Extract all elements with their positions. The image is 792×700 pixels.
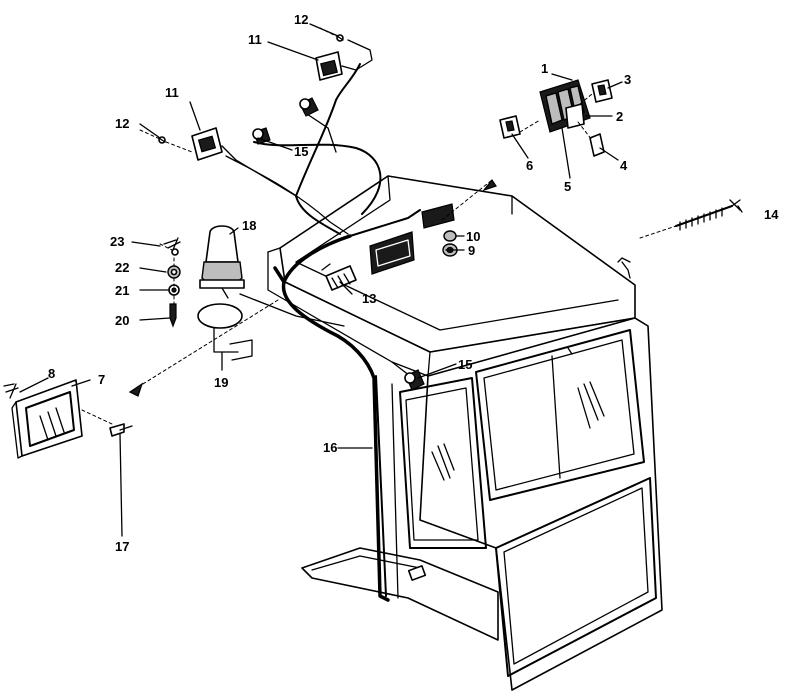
leader-lines xyxy=(19,23,743,537)
switch-4 xyxy=(589,133,605,157)
callout-18: 18 xyxy=(242,218,256,233)
work-lamp-front-7 xyxy=(11,379,83,459)
callout-20: 20 xyxy=(115,313,129,328)
callout-13: 13 xyxy=(362,291,376,306)
bulb-23 xyxy=(163,237,181,256)
stud-20 xyxy=(169,303,177,328)
callout-8: 8 xyxy=(48,366,55,381)
callout-10: 10 xyxy=(466,229,480,244)
explode-lines xyxy=(81,27,677,425)
label-plate-6 xyxy=(499,115,521,139)
callout-12-left: 12 xyxy=(115,116,129,131)
connector-upper-15 xyxy=(252,97,319,145)
switch-cover-2 xyxy=(565,103,585,129)
callout-21: 21 xyxy=(115,283,129,298)
callout-19: 19 xyxy=(214,375,228,390)
callout-labels: 1 2 3 4 5 6 7 8 9 10 11 11 12 12 13 14 1… xyxy=(48,12,779,554)
cab-body xyxy=(267,175,663,691)
beacon-base-19 xyxy=(197,303,253,361)
callout-5: 5 xyxy=(564,179,571,194)
callout-9: 9 xyxy=(468,243,475,258)
callout-17: 17 xyxy=(115,539,129,554)
callout-7: 7 xyxy=(98,372,105,387)
nut-22 xyxy=(167,265,181,279)
washer-21 xyxy=(168,284,180,296)
callout-11-left: 11 xyxy=(165,85,179,100)
callout-23: 23 xyxy=(110,234,124,249)
connector-lower-15 xyxy=(404,369,425,391)
work-lamp-left-11 xyxy=(191,127,237,161)
callout-15-lower: 15 xyxy=(458,357,472,372)
wiring-harness xyxy=(225,63,421,602)
callout-14: 14 xyxy=(764,207,779,222)
callout-1: 1 xyxy=(541,61,548,76)
work-lamp-upper-11 xyxy=(315,39,373,81)
callout-2: 2 xyxy=(616,109,623,124)
switch-10 xyxy=(443,230,457,242)
callout-16: 16 xyxy=(323,440,337,455)
fuse-holder-13 xyxy=(321,263,357,291)
beacon-light-18 xyxy=(199,225,245,299)
screw-17 xyxy=(109,423,133,437)
callout-22: 22 xyxy=(115,260,129,275)
callout-3: 3 xyxy=(624,72,631,87)
antenna-14 xyxy=(675,199,741,231)
callout-6: 6 xyxy=(526,158,533,173)
label-plate-3 xyxy=(591,79,613,103)
callout-4: 4 xyxy=(620,158,628,173)
bulb-8 xyxy=(3,383,19,399)
callout-11-upper: 11 xyxy=(248,32,262,47)
callout-15-upper: 15 xyxy=(294,144,308,159)
callout-12-upper: 12 xyxy=(294,12,308,27)
screw-upper-12 xyxy=(336,34,344,42)
